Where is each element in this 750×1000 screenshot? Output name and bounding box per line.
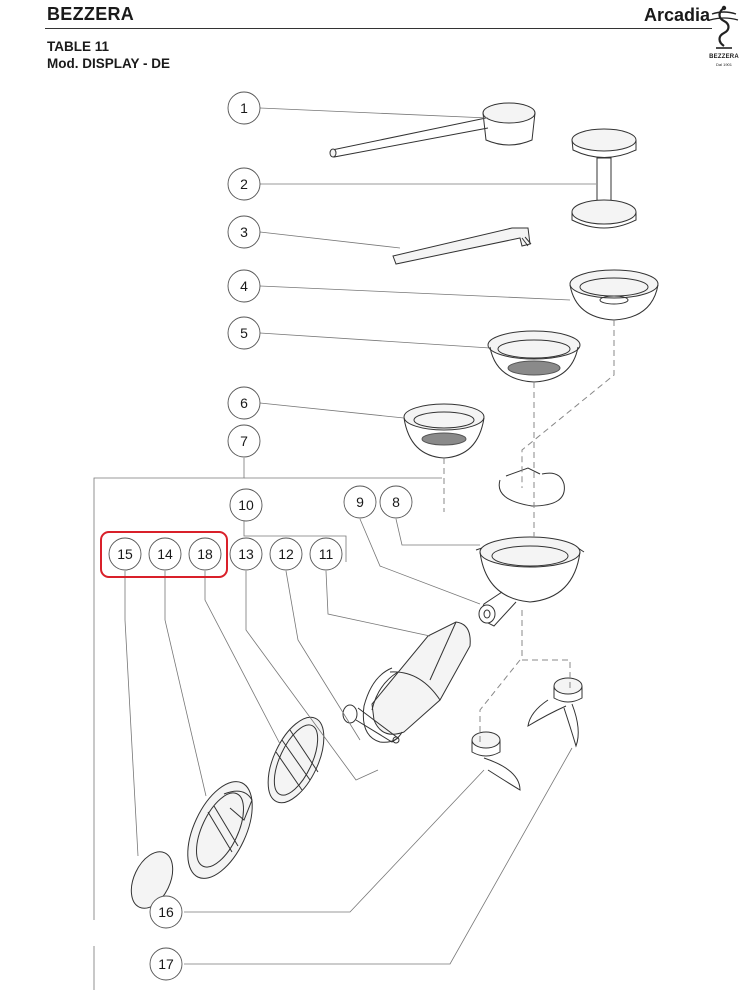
callout-label: 11 xyxy=(319,546,334,562)
table-subtitle: Mod. DISPLAY - DE xyxy=(47,56,171,71)
callout-label: 6 xyxy=(240,395,248,411)
callout-11: 11 xyxy=(309,537,343,571)
part-5-double-filter xyxy=(487,330,581,383)
callout-label: 3 xyxy=(240,224,248,240)
callout-circle xyxy=(227,167,261,201)
part-1-measuring-scoop xyxy=(329,102,536,158)
table-title: TABLE 11 Mod. DISPLAY - DE xyxy=(47,38,170,72)
callout-9: 9 xyxy=(343,485,377,519)
callout-label: 15 xyxy=(117,546,133,562)
callout-15: 15 xyxy=(108,537,142,571)
callout-circle xyxy=(227,215,261,249)
callout-circle xyxy=(108,537,142,571)
part-16-spout-single xyxy=(471,731,521,791)
part-2-tamper xyxy=(571,128,637,229)
callout-label: 8 xyxy=(392,494,400,510)
part-9-portafilter-body xyxy=(475,536,585,627)
callout-circle xyxy=(227,91,261,125)
dashed-assembly-axis xyxy=(443,320,615,742)
callout-circle xyxy=(227,316,261,350)
callout-circle xyxy=(379,485,413,519)
part-15-cover-disc xyxy=(130,851,174,909)
callout-circle xyxy=(188,537,222,571)
callout-circle xyxy=(149,947,183,981)
highlight-box xyxy=(100,531,228,578)
callout-label: 18 xyxy=(197,546,213,562)
brand-logo: BEZZERA Dal 1901 xyxy=(704,4,744,68)
callout-circle xyxy=(227,269,261,303)
part-6-single-filter xyxy=(403,403,485,459)
callout-17: 17 xyxy=(149,947,183,981)
callout-13: 13 xyxy=(229,537,263,571)
logo-text: BEZZERA xyxy=(709,54,739,60)
callout-label: 1 xyxy=(240,100,248,116)
callout-label: 9 xyxy=(356,494,364,510)
callout-label: 10 xyxy=(238,497,254,513)
brand-name: BEZZERA xyxy=(47,4,135,24)
callout-circle xyxy=(229,488,263,522)
callout-2: 2 xyxy=(227,167,261,201)
callout-circle xyxy=(149,895,183,929)
callout-label: 14 xyxy=(157,546,173,562)
callout-label: 16 xyxy=(158,904,174,920)
callout-circle xyxy=(309,537,343,571)
part-11-handle xyxy=(371,621,471,735)
callout-label: 17 xyxy=(158,956,174,972)
part-4-blind-filter xyxy=(569,269,659,321)
callout-circle xyxy=(343,485,377,519)
part-14-display-base xyxy=(187,781,253,879)
header-rule xyxy=(45,28,712,29)
table-number: TABLE 11 xyxy=(47,39,110,54)
callout-8: 8 xyxy=(379,485,413,519)
page-header: BEZZERA Arcadia xyxy=(0,0,750,30)
logo-subtext: Dal 1901 xyxy=(715,62,732,67)
callout-label: 2 xyxy=(240,176,248,192)
callout-label: 4 xyxy=(240,278,248,294)
callout-5: 5 xyxy=(227,316,261,350)
callout-circle xyxy=(148,537,182,571)
callout-circle xyxy=(227,424,261,458)
callout-1: 1 xyxy=(227,91,261,125)
part-18-display-cap xyxy=(267,716,325,804)
bezzera-shield-icon xyxy=(709,5,739,49)
callout-label: 7 xyxy=(240,433,248,449)
callout-14: 14 xyxy=(148,537,182,571)
callout-label: 5 xyxy=(240,325,248,341)
callout-10: 10 xyxy=(229,488,263,522)
callout-16: 16 xyxy=(149,895,183,929)
callout-label: 12 xyxy=(278,546,294,562)
callout-12: 12 xyxy=(269,537,303,571)
callout-3: 3 xyxy=(227,215,261,249)
callout-circle xyxy=(227,386,261,420)
part-8-spring-clip xyxy=(498,467,565,507)
callout-circle xyxy=(229,537,263,571)
callout-label: 13 xyxy=(238,546,254,562)
callout-6: 6 xyxy=(227,386,261,420)
callout-18: 18 xyxy=(188,537,222,571)
callout-circle xyxy=(269,537,303,571)
part-17-spout-double xyxy=(527,677,583,748)
callout-7: 7 xyxy=(227,424,261,458)
callout-4: 4 xyxy=(227,269,261,303)
part-3-allen-key xyxy=(392,227,532,265)
leader-lines xyxy=(93,107,596,990)
model-name: Arcadia xyxy=(643,5,710,25)
